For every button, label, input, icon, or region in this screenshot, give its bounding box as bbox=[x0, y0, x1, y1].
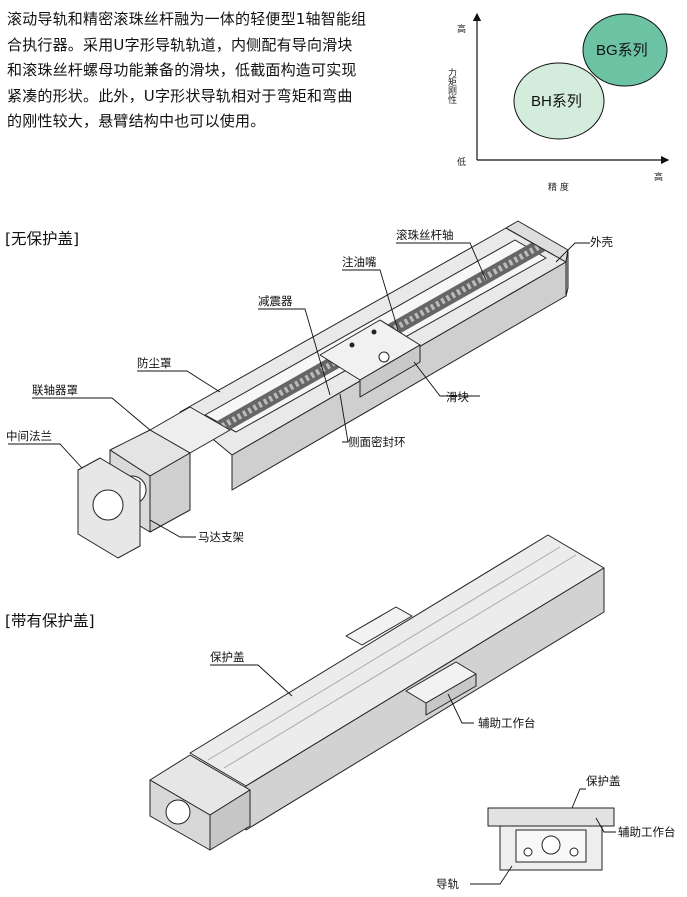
intro-paragraph: 滚动导轨和精密滚珠丝杆融为一体的轻便型1轴智能组 合执行器。采用U字形导轨轨道，… bbox=[7, 7, 432, 135]
flange-bore bbox=[92, 489, 124, 521]
intro-line: 的刚性较大，悬臂结构中也可以使用。 bbox=[7, 112, 266, 130]
bubble-bh bbox=[513, 62, 605, 140]
leader-cs-rail bbox=[470, 865, 513, 885]
leader-protective-cover bbox=[210, 664, 293, 697]
leader-slider bbox=[413, 361, 480, 397]
callouts-with-cover bbox=[210, 664, 474, 724]
callouts-no-cover bbox=[8, 242, 590, 538]
intro-line: 紧凑的形状。此外，U字形状导轨相对于弯矩和弯曲 bbox=[7, 86, 353, 105]
aux-table-back bbox=[345, 606, 413, 646]
callout-cs-cover: 保护盖 bbox=[586, 774, 621, 788]
callout-aux-table: 辅助工作台 bbox=[478, 716, 536, 730]
cs-screw bbox=[541, 835, 561, 855]
cover-groove bbox=[223, 554, 577, 769]
slider-hole bbox=[371, 329, 377, 335]
intro-line: 和滚珠丝杆螺母功能兼备的滑块，低截面构造可实现 bbox=[7, 61, 357, 79]
callout-cs-rail: 导轨 bbox=[436, 877, 459, 891]
leader-intermediate-flange bbox=[8, 443, 83, 469]
callout-grease-nipple: 注油嘴 bbox=[342, 255, 377, 269]
section-title-no-cover: [无保护盖] bbox=[5, 230, 80, 248]
leader-motor-bracket bbox=[149, 519, 196, 538]
bubble-bg-label: BG系列 bbox=[596, 42, 648, 59]
cs-hole bbox=[523, 847, 533, 857]
slider-hole bbox=[378, 351, 390, 363]
callout-side-seal: 侧面密封环 bbox=[348, 435, 406, 449]
bubble-bg bbox=[582, 13, 668, 87]
y-high-label: 高 bbox=[457, 23, 466, 35]
leader-grease-nipple bbox=[342, 269, 399, 331]
intro-line: 合执行器。采用U字形导轨轨道，内侧配有导向滑块 bbox=[7, 35, 353, 54]
callout-coupling-cover: 联轴器罩 bbox=[32, 383, 78, 397]
slider-hole bbox=[349, 342, 355, 348]
y-low-label: 低 bbox=[457, 156, 466, 168]
intro-line: 滚动导轨和精密滚珠丝杆融为一体的轻便型1轴智能组 bbox=[7, 10, 367, 28]
x-high-label: 高 bbox=[654, 171, 663, 183]
cover-top bbox=[189, 534, 605, 787]
slider-front bbox=[359, 344, 421, 398]
actuator-with-cover-drawing bbox=[149, 534, 605, 851]
leader-ball-screw bbox=[396, 242, 487, 281]
callout-housing: 外壳 bbox=[590, 235, 613, 249]
leader-aux-table bbox=[447, 693, 474, 724]
cs-hole bbox=[569, 847, 579, 857]
leader-side-seal bbox=[339, 393, 349, 443]
cover-groove bbox=[207, 546, 561, 761]
bubble-bh-label: BH系列 bbox=[531, 93, 582, 110]
leader-cs-aux-table bbox=[595, 817, 616, 833]
leader-housing bbox=[555, 242, 590, 263]
callouts-cross-section bbox=[470, 788, 616, 885]
leader-coupling-cover bbox=[32, 397, 151, 431]
callout-cs-aux-table: 辅助工作台 bbox=[618, 825, 676, 839]
y-axis-label: 力矩刚性 bbox=[446, 67, 457, 105]
motor-block-front bbox=[209, 789, 251, 851]
callout-protective-cover: 保护盖 bbox=[210, 650, 245, 664]
callout-damper: 减震器 bbox=[258, 294, 293, 308]
end-housing-side bbox=[565, 249, 569, 297]
actuator-no-cover-drawing bbox=[77, 220, 569, 559]
callout-motor-bracket: 马达支架 bbox=[198, 530, 244, 544]
section-title-with-cover: [带有保护盖] bbox=[5, 612, 95, 630]
leader-cs-cover bbox=[571, 788, 586, 809]
leader-damper bbox=[258, 308, 331, 396]
cs-cover bbox=[487, 807, 615, 827]
aux-table-front-side bbox=[425, 673, 477, 716]
callout-dust-cover: 防尘罩 bbox=[137, 356, 172, 370]
leader-dust-cover bbox=[137, 370, 221, 393]
callout-intermediate-flange: 中间法兰 bbox=[6, 429, 52, 443]
cross-section-drawing bbox=[487, 807, 615, 871]
positioning-chart: 高 低 高 精 度 力矩刚性 BG系列 BH系列 bbox=[446, 12, 670, 193]
x-axis-label: 精 度 bbox=[548, 181, 569, 193]
callout-slider: 滑块 bbox=[446, 390, 469, 404]
motor-block-bore bbox=[165, 799, 191, 825]
callout-ball-screw: 滚珠丝杆轴 bbox=[396, 228, 454, 242]
